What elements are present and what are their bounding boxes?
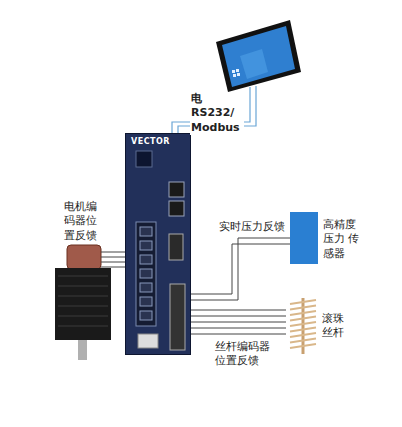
pressure-sensor: 高精度 压力 传感器: [290, 212, 374, 268]
encoder-wire: [101, 257, 112, 258]
wire: [112, 267, 125, 268]
ball-screw: 滚珠 丝杆: [286, 296, 358, 356]
screw-thread: [290, 300, 316, 304]
db-connector: [170, 284, 185, 350]
sensor-body: [290, 212, 318, 264]
terminal-slot: [140, 297, 152, 306]
rs232-wires: [172, 86, 256, 135]
screw-thread: [290, 328, 316, 332]
edge-label: 丝杆编码器 位置反馈: [214, 340, 274, 369]
motor-body: [55, 268, 111, 340]
encoder-cap: [67, 245, 101, 269]
screw-illustration: [286, 296, 320, 356]
wire: [112, 257, 125, 258]
wire: [191, 310, 286, 311]
screw-thread: [290, 317, 316, 321]
power-terminal: [136, 222, 156, 326]
motor-fin: [58, 316, 108, 317]
terminal-slot: [140, 269, 152, 278]
wire: [191, 316, 286, 317]
rj45-port: [169, 182, 184, 197]
tablet-frame: [216, 20, 301, 92]
screw-thread: [290, 339, 316, 343]
wire: [191, 238, 290, 300]
servo-motor: 电机编码器位置反馈: [50, 200, 112, 362]
connector: [169, 234, 183, 260]
link-label: 电RS232/ Modbus: [190, 92, 244, 135]
tablet-illustration: [216, 20, 301, 92]
screw-thread: [290, 311, 316, 315]
motor-fin: [58, 306, 108, 307]
encoder-wire: [101, 267, 112, 268]
wire: [112, 262, 125, 263]
encoder-wire: [101, 252, 112, 253]
screw-thread: [290, 306, 316, 310]
motor-fin: [58, 296, 108, 297]
motor-fin: [58, 276, 108, 277]
screw-thread: [290, 322, 316, 326]
display: [136, 151, 152, 167]
motor-shaft: [78, 340, 87, 360]
windows-logo: [232, 69, 240, 77]
drive-panel: [126, 134, 190, 354]
bottom-connector: [138, 334, 158, 348]
screw-thread: [290, 333, 316, 337]
motor-fin: [58, 286, 108, 287]
servo-drive: VECTOR: [125, 133, 191, 355]
motor-fin: [58, 326, 108, 327]
terminal-slot: [140, 255, 152, 264]
terminal-slot: [140, 227, 152, 236]
node-label: 滚珠 丝杆: [322, 312, 348, 341]
encoder-wire: [101, 262, 112, 263]
screen-glow: [240, 49, 268, 79]
rj45-port: [169, 201, 184, 216]
node-label: 电机编码器位置反馈: [64, 200, 98, 243]
wire: [191, 328, 286, 329]
terminal-slot: [140, 311, 152, 320]
node-label: 高精度 压力 传感器: [323, 218, 360, 261]
wire: [191, 322, 286, 323]
wire-connector: [112, 252, 125, 267]
screw-thread: [290, 344, 316, 348]
tablet-screen: [222, 26, 295, 87]
terminal-slot: [140, 283, 152, 292]
wire: [191, 244, 290, 294]
wire: [112, 252, 125, 253]
node-label: VECTOR: [131, 137, 170, 147]
wire: [191, 334, 286, 335]
wire-connector: [191, 310, 286, 334]
edge-label: 实时压力反馈: [218, 220, 286, 234]
wire-connector: [191, 238, 290, 300]
terminal-slot: [140, 241, 152, 250]
